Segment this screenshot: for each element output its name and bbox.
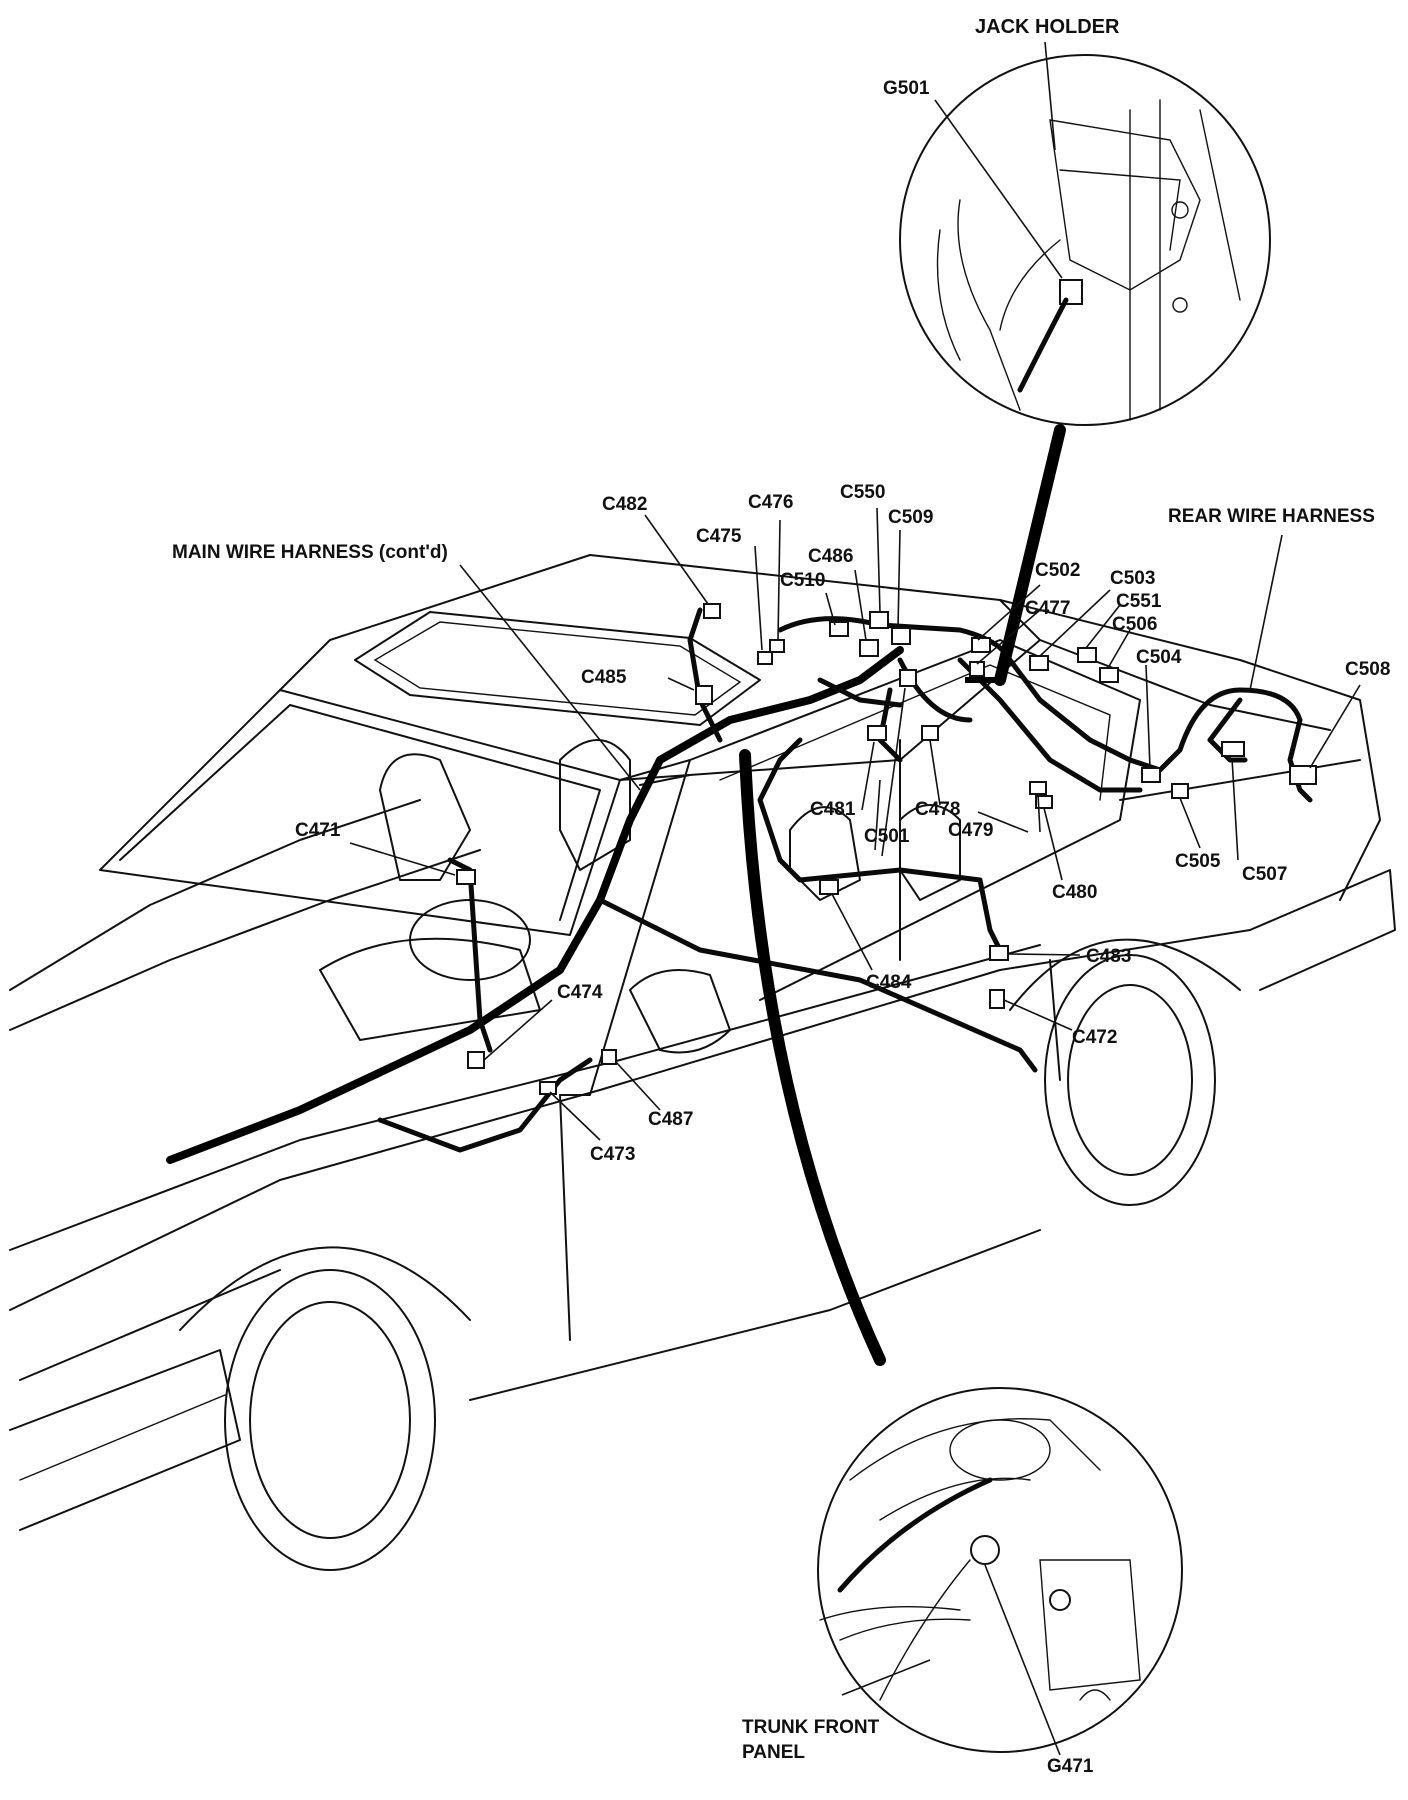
label-c502: C502 bbox=[1035, 560, 1080, 581]
connector-c482-box bbox=[703, 603, 721, 619]
leader-lines bbox=[349, 41, 1361, 1756]
label-c486: C486 bbox=[808, 546, 853, 567]
label-c471: C471 bbox=[295, 820, 341, 841]
label-c505: C505 bbox=[1175, 851, 1221, 872]
label-c551: C551 bbox=[1116, 591, 1162, 612]
trunk-front-panel-inset bbox=[739, 749, 1183, 1753]
label-c487: C487 bbox=[648, 1109, 693, 1130]
connector-c503-box bbox=[1029, 655, 1049, 671]
connector-c502-box bbox=[971, 637, 991, 653]
label-c477: C477 bbox=[1025, 598, 1070, 619]
connector-c477-box bbox=[969, 661, 985, 677]
connector-c473-box bbox=[539, 1081, 557, 1095]
connector-c506-box bbox=[1099, 667, 1119, 683]
connector-c508-box bbox=[1289, 765, 1317, 785]
connector-c478-box bbox=[921, 725, 939, 741]
label-g471: G471 bbox=[1047, 1756, 1094, 1777]
label-c473: C473 bbox=[590, 1144, 635, 1165]
label-c510: C510 bbox=[780, 570, 825, 591]
label-jack-holder: JACK HOLDER bbox=[975, 16, 1120, 38]
connector-c475-box bbox=[757, 651, 773, 665]
connector-c505-box bbox=[1171, 783, 1189, 799]
label-trunk-front-panel-1: TRUNK FRONT bbox=[742, 1717, 880, 1738]
connector-c486-box bbox=[859, 639, 879, 657]
label-c485: C485 bbox=[581, 667, 627, 688]
label-rear-wire-harness: REAR WIRE HARNESS bbox=[1168, 506, 1375, 527]
label-c509: C509 bbox=[888, 507, 933, 528]
connector-c509-box bbox=[891, 627, 911, 645]
front-wheel bbox=[179, 1246, 471, 1571]
connector-c501-box bbox=[899, 669, 917, 687]
label-c474: C474 bbox=[557, 982, 603, 1003]
connector-labels: C471 C474 C473 C487 C482 C485 C475 C476 … bbox=[295, 482, 1390, 1165]
label-c503: C503 bbox=[1110, 568, 1155, 589]
label-c476: C476 bbox=[748, 492, 793, 513]
label-c472: C472 bbox=[1072, 1027, 1117, 1048]
label-c480: C480 bbox=[1052, 882, 1097, 903]
car-body-outline bbox=[9, 554, 1396, 1531]
label-c501: C501 bbox=[864, 826, 910, 847]
connector-c483-box bbox=[989, 945, 1009, 961]
label-c504: C504 bbox=[1136, 647, 1182, 668]
label-c507: C507 bbox=[1242, 864, 1287, 885]
connector-c485-box bbox=[695, 685, 713, 705]
label-c508: C508 bbox=[1345, 659, 1390, 680]
callout-labels: JACK HOLDER G501 MAIN WIRE HARNESS (cont… bbox=[172, 16, 1375, 1777]
label-c479: C479 bbox=[948, 820, 993, 841]
jack-holder-inset bbox=[899, 54, 1271, 686]
connector-c551-box bbox=[1077, 647, 1097, 663]
label-c483: C483 bbox=[1086, 946, 1131, 967]
label-c475: C475 bbox=[696, 526, 742, 547]
label-c484: C484 bbox=[866, 972, 912, 993]
connector-c550-box bbox=[869, 611, 889, 629]
label-c482: C482 bbox=[602, 494, 647, 515]
label-c506: C506 bbox=[1112, 614, 1157, 635]
label-c478: C478 bbox=[915, 799, 960, 820]
connector-c476-box bbox=[769, 639, 785, 653]
label-c481: C481 bbox=[810, 799, 856, 820]
main-wire-harness bbox=[166, 607, 1038, 1164]
label-c550: C550 bbox=[840, 482, 885, 503]
connector-c474-box bbox=[467, 1051, 485, 1069]
rear-wheel bbox=[1009, 938, 1241, 1206]
connector-c481-box bbox=[867, 725, 887, 741]
connector-c507-box bbox=[1221, 741, 1245, 757]
connector-c510-box bbox=[829, 621, 849, 637]
connector-c479-box bbox=[1029, 781, 1047, 795]
connector-c487-box bbox=[601, 1049, 617, 1065]
connector-c471-box bbox=[456, 869, 476, 885]
connector-c472-box bbox=[989, 989, 1005, 1009]
label-g501: G501 bbox=[883, 78, 930, 99]
label-trunk-front-panel-2: PANEL bbox=[742, 1742, 805, 1763]
label-main-wire-harness: MAIN WIRE HARNESS (cont'd) bbox=[172, 542, 448, 563]
connector-c504-box bbox=[1141, 767, 1161, 783]
connector-c484-box bbox=[819, 879, 839, 895]
